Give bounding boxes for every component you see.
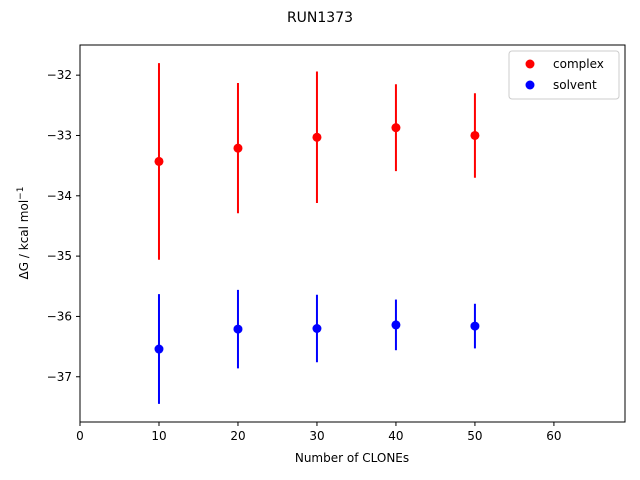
legend-label-solvent: solvent: [553, 78, 597, 92]
x-tick-label: 20: [230, 429, 245, 443]
y-tick-label: −35: [47, 249, 72, 263]
y-tick-label: −32: [47, 68, 72, 82]
y-tick-label: −34: [47, 189, 72, 203]
y-axis-label-superscript: −1: [16, 187, 26, 200]
data-point-solvent: [312, 324, 322, 334]
plot-area: [154, 63, 480, 404]
x-tick-label: 10: [151, 429, 166, 443]
data-point-complex: [470, 130, 480, 140]
y-axis-label-main: ΔG / kcal mol: [17, 200, 31, 280]
legend: complex solvent: [508, 50, 620, 100]
x-axis: 0 10 20 30 40 50 60: [76, 422, 562, 443]
data-point-complex: [233, 143, 243, 153]
series-solvent: [154, 289, 480, 404]
series-complex: [154, 63, 480, 260]
data-point-solvent: [391, 320, 401, 330]
data-point-solvent: [233, 324, 243, 334]
x-tick-label: 0: [76, 429, 84, 443]
legend-marker-solvent: [525, 80, 535, 90]
data-point-complex: [312, 132, 322, 142]
legend-box: [508, 50, 620, 100]
y-axis-label: ΔG / kcal mol−1: [16, 187, 31, 280]
x-tick-label: 50: [467, 429, 482, 443]
y-tick-label: −33: [47, 128, 72, 142]
y-tick-label: −36: [47, 309, 72, 323]
legend-label-complex: complex: [553, 57, 604, 71]
data-point-solvent: [154, 344, 164, 354]
chart-title: RUN1373: [287, 10, 353, 26]
y-axis: −37 −36 −35 −34 −33 −32: [47, 68, 80, 384]
data-point-complex: [391, 123, 401, 133]
legend-marker-complex: [525, 59, 535, 69]
x-tick-label: 40: [388, 429, 403, 443]
data-point-solvent: [470, 321, 480, 331]
x-axis-label: Number of CLONEs: [295, 451, 409, 465]
x-tick-label: 30: [309, 429, 324, 443]
data-point-complex: [154, 156, 164, 166]
y-tick-label: −37: [47, 370, 72, 384]
axes-frame: [79, 44, 626, 423]
x-tick-label: 60: [546, 429, 561, 443]
